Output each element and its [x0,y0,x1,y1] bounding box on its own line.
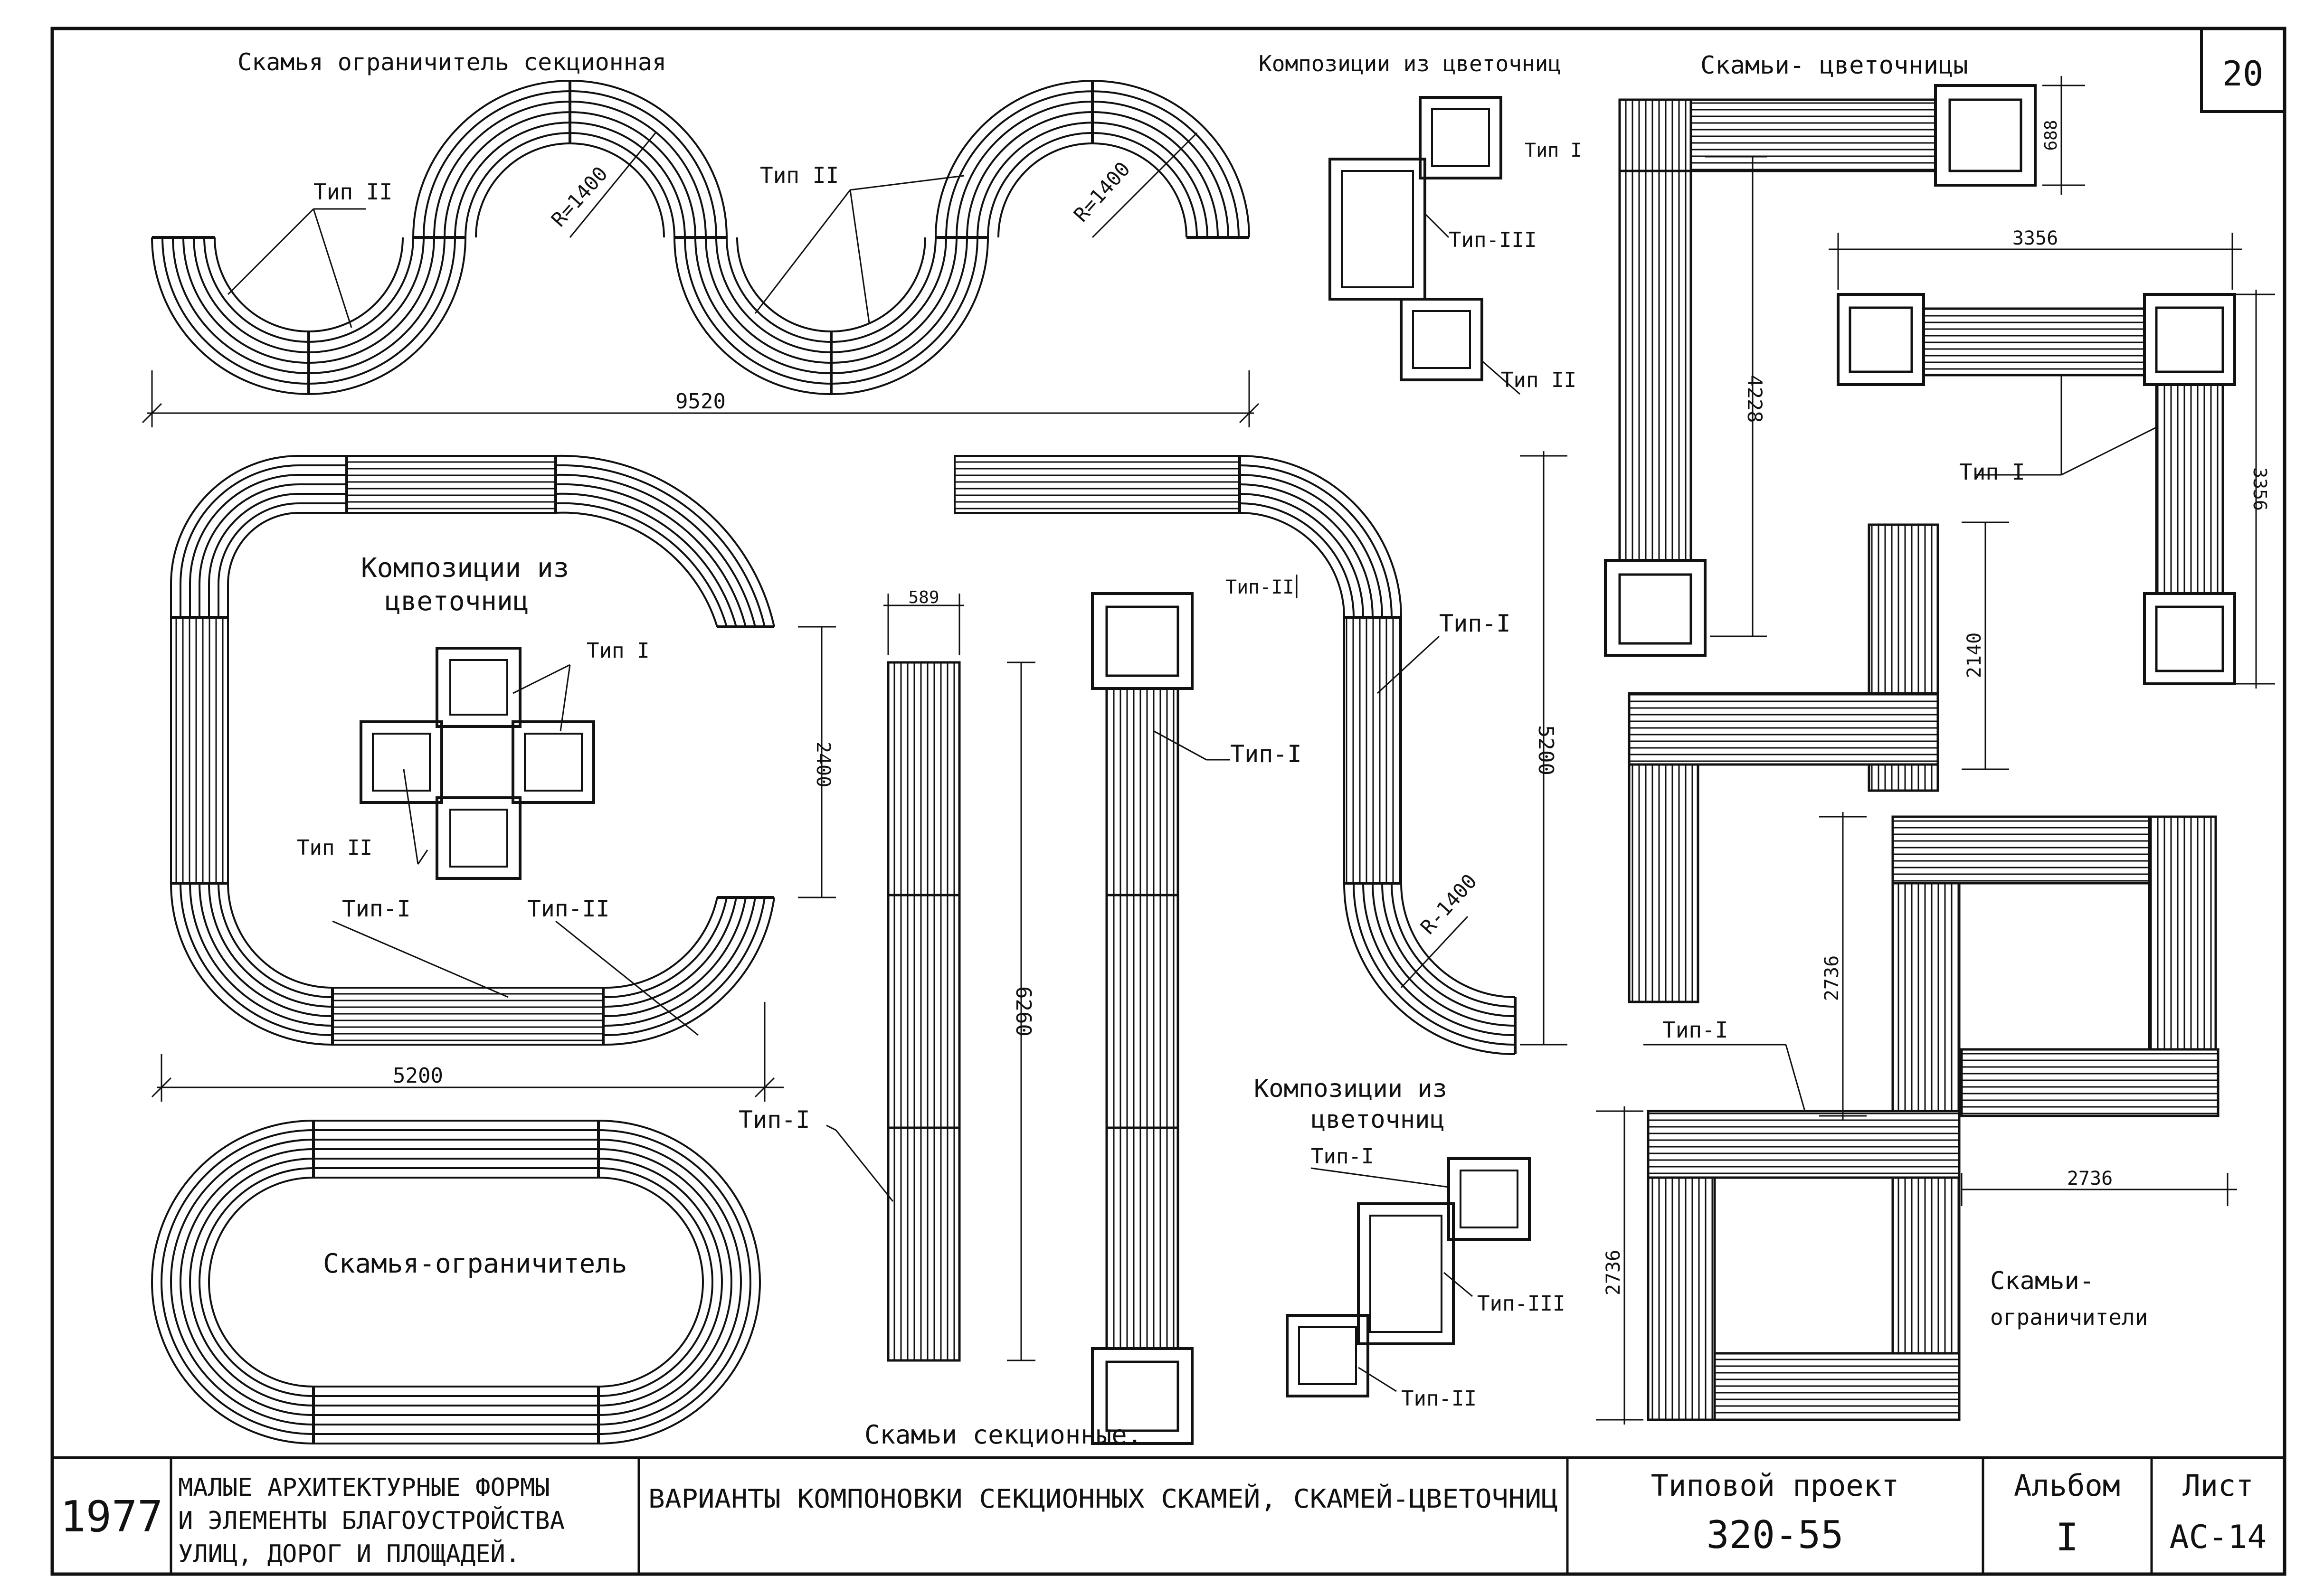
s-curve-type-1: Тип-I [1439,610,1511,637]
project-label: Типовой проект [1651,1468,1899,1503]
compositions-center-line1: Композиции из [361,553,569,584]
sectional-type-1-left: Тип-I [739,1106,810,1133]
dim-4228: 4228 [1743,375,1766,423]
sheet-frame [50,27,2286,1576]
flower-bench-type-1: Тип I [1959,459,2025,485]
sheet-label: Лист [2182,1468,2253,1503]
compositions-bottom [1286,1157,1531,1397]
compositions-bottom-type-1: Тип-I [1311,1144,1374,1169]
dim-589: 589 [908,588,939,607]
sectional-bench-plain [887,661,961,1362]
dim-688: 688 [2041,120,2061,151]
dim-3356-vertical: 3356 [2249,467,2270,511]
limiters-title-line2: ограничители [1990,1304,2148,1330]
compositions-bottom-line2: цветочниц [1311,1105,1445,1134]
flower-bench-L-medium [1829,233,2275,689]
sectional-type-1-right: Тип-I [1230,740,1302,768]
album-label: Альбом [2014,1468,2120,1503]
dim-2400: 2400 [812,742,834,787]
serpentine-bench [142,80,1260,427]
title-year: 1977 [60,1492,163,1542]
step-bench [1628,521,2009,1003]
rect-bench-type-1: Тип-I [342,896,411,922]
sectional-bench-dims [798,594,1035,1361]
s-curve-bench [954,451,1567,1055]
title-block [170,1458,2153,1574]
dim-9520: 9520 [675,389,726,414]
drawing-title: ВАРИАНТЫ КОМПОНОВКИ СЕКЦИОННЫХ СКАМЕЙ, С… [648,1484,1558,1514]
dim-2736-c: 2736 [2067,1168,2113,1189]
s-curve-type-2: Тип-II [1225,576,1294,598]
flower-bench-L-large [1604,76,2085,657]
limiter-benches [1596,812,2237,1425]
serpentine-type-2-right: Тип II [760,162,839,188]
sectional-bench-with-planters [1091,592,1230,1445]
compositions-center-line2: цветочниц [385,586,529,617]
limiters-title-line1: Скамьи- [1990,1267,2094,1295]
serpentine-title: Скамья ограничитель секционная [237,48,666,76]
compositions-bottom-type-3: Тип-III [1477,1292,1565,1316]
dim-5200-lines [151,1002,784,1102]
serpentine-radius-2: R=1400 [1069,157,1135,227]
cross-type-2: Тип II [297,836,372,860]
compositions-bottom-type-2: Тип-II [1401,1387,1477,1411]
compositions-top-type-2: Тип II [1501,368,1576,392]
compositions-top [1328,96,1520,395]
album-value: I [2056,1515,2078,1559]
rounded-rect-bench [170,454,775,1046]
serpentine-type-2-left: Тип II [313,179,392,205]
compositions-top-type-3: Тип-III [1449,228,1537,252]
sectional-title: Скамьи секционные. [864,1420,1142,1450]
dim-2736-a: 2736 [1821,955,1843,1001]
title-subject-line3: УЛИЦ, ДОРОГ И ПЛОЩАДЕЙ. [178,1539,520,1568]
project-number: 320-55 [1707,1513,1844,1557]
compositions-bottom-line1: Композиции из [1254,1075,1447,1103]
title-subject-line2: И ЭЛЕМЕНТЫ БЛАГОУСТРОЙСТВА [178,1506,565,1535]
oval-bench [151,1120,761,1444]
compositions-top-title: Композиции из цветочниц [1259,51,1561,76]
sheet-code: АС-14 [2170,1519,2267,1556]
cross-type-1: Тип I [587,639,649,663]
dim-2140: 2140 [1964,632,1985,678]
rect-bench-type-2: Тип-II [527,896,609,922]
sheet-number: 20 [2222,54,2264,94]
s-curve-radius: R-1400 [1416,869,1481,939]
dim-5200-vertical: 5200 [1534,725,1558,775]
flower-cross-composition [332,647,699,1036]
dim-5200: 5200 [393,1064,443,1088]
title-subject-line1: МАЛЫЕ АРХИТЕКТУРНЫЕ ФОРМЫ [178,1473,550,1502]
serpentine-radius-1: R=1400 [547,162,612,231]
limiter-type-1: Тип-I [1662,1017,1728,1043]
dim-2736-b: 2736 [1603,1250,1624,1295]
flower-benches-title: Скамьи- цветочницы [1700,51,1968,80]
dim-3356-horizontal: 3356 [2012,227,2058,249]
oval-bench-title: Скамья-ограничитель [323,1248,627,1279]
dim-6260: 6260 [1011,986,1035,1037]
compositions-top-type-1: Тип I [1525,140,1582,161]
